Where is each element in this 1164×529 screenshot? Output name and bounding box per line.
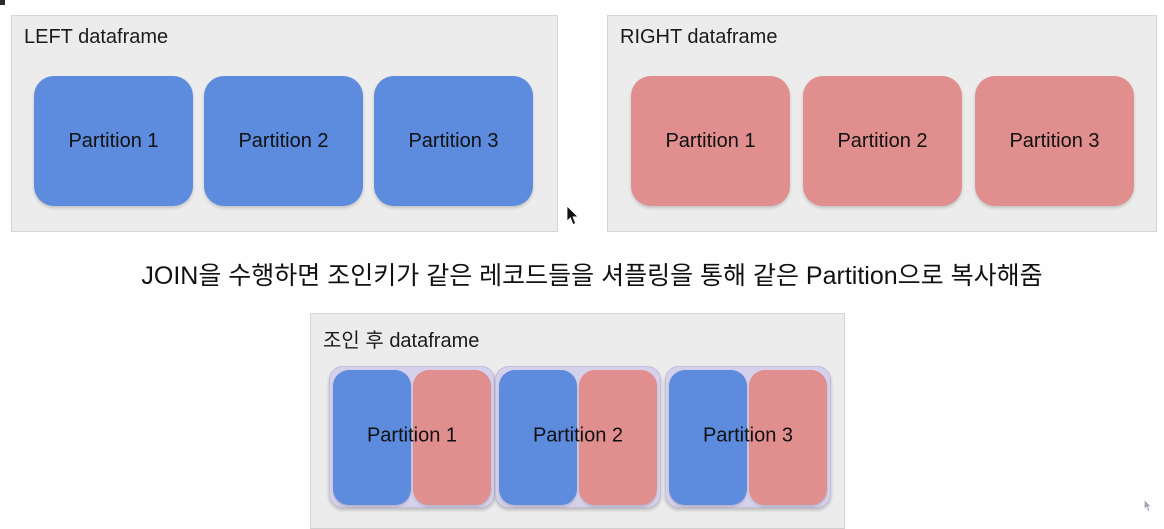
joined-partition-3: Partition 3 xyxy=(665,366,831,508)
joined-panel-title: 조인 후 dataframe xyxy=(323,330,480,352)
joined-partition-2: Partition 2 xyxy=(495,366,661,508)
right-dataframe-panel: RIGHT dataframe Partition 1 Partition 2 … xyxy=(607,15,1157,232)
joined-dataframe-panel: 조인 후 dataframe Partition 1 Partition 2 P… xyxy=(310,313,845,529)
joined-partition-2-right-half xyxy=(579,370,657,505)
right-partition-3: Partition 3 xyxy=(975,76,1134,206)
joined-partition-2-left-half xyxy=(499,370,577,505)
left-panel-title: LEFT dataframe xyxy=(24,26,169,48)
right-partition-1: Partition 1 xyxy=(631,76,790,206)
joined-partition-3-label: Partition 3 xyxy=(702,424,794,447)
small-mouse-pointer-icon xyxy=(1144,500,1152,512)
joined-partition-1-left-half xyxy=(333,370,411,505)
left-partition-3: Partition 3 xyxy=(374,76,533,206)
joined-partition-1-right-half xyxy=(413,370,491,505)
joined-partition-1: Partition 1 xyxy=(329,366,495,508)
left-partition-1: Partition 1 xyxy=(34,76,193,206)
left-partition-2: Partition 2 xyxy=(204,76,363,206)
joined-partition-1-label: Partition 1 xyxy=(366,424,458,447)
joined-partition-3-right-half xyxy=(749,370,827,505)
left-dataframe-panel: LEFT dataframe Partition 1 Partition 2 P… xyxy=(11,15,558,232)
joined-partition-3-left-half xyxy=(669,370,747,505)
right-panel-title: RIGHT dataframe xyxy=(620,26,778,48)
screen-corner-artifact xyxy=(0,0,5,5)
joined-partition-2-label: Partition 2 xyxy=(532,424,624,447)
mouse-pointer-icon xyxy=(566,206,579,226)
join-explanation-caption: JOIN을 수행하면 조인키가 같은 레코드들을 셔플링을 통해 같은 Part… xyxy=(141,262,1043,290)
right-partition-2: Partition 2 xyxy=(803,76,962,206)
